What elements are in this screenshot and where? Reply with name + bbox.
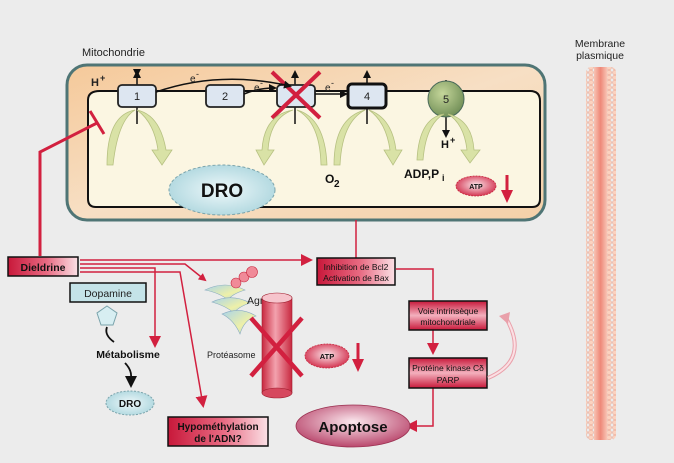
- arrow-down-icon: [442, 130, 450, 138]
- electron-sup: -: [196, 69, 199, 79]
- adp-pi-label: ADP,P: [404, 167, 439, 181]
- plasma-membrane: [586, 67, 616, 440]
- complex-4-label: 4: [364, 91, 370, 103]
- proton-sup-bottom: +: [450, 135, 455, 145]
- complex-5-label: 5: [443, 94, 449, 106]
- oxygen-sub: 2: [334, 179, 340, 190]
- electron-label: e: [325, 83, 331, 94]
- feedback-arrow-icon: [487, 312, 517, 380]
- aggregates-icon: [204, 266, 258, 335]
- dieldrine-box: Dieldrine: [7, 256, 79, 277]
- dieldrine-arrows: [80, 220, 439, 432]
- voie-line2: mitochondriale: [420, 317, 476, 327]
- pkc-line2: PARP: [437, 375, 460, 385]
- proton-label-bottom: H: [441, 139, 449, 151]
- bcl2-line2: Activation de Bax: [323, 273, 389, 283]
- hypomethylation-line1: Hypométhylation: [177, 422, 258, 433]
- bcl2-bax-box: Inhibition de Bcl2 Activation de Bax: [316, 257, 396, 286]
- electron-sup: -: [331, 78, 334, 88]
- complex-1-label: 1: [134, 91, 140, 103]
- metabolism-arrow: [124, 362, 137, 388]
- adp-pi-sub: i: [442, 173, 445, 183]
- pkc-line1: Protéine kinase Cδ: [412, 363, 484, 373]
- proton-label: H: [91, 77, 99, 89]
- dro-small-burst: DRO: [105, 390, 155, 416]
- atp-label: ATP: [320, 352, 334, 361]
- atp-badge-mito: ATP: [455, 175, 497, 197]
- atp-label: ATP: [469, 184, 483, 191]
- apoptose-label: Apoptose: [318, 419, 387, 436]
- pentagon-molecule-icon: [96, 305, 118, 326]
- mitochondrie-label: Mitochondrie: [82, 47, 145, 59]
- membrane-label-line2: plasmique: [576, 50, 624, 62]
- electron-label: e: [254, 83, 260, 94]
- metabolism-connector: [105, 326, 115, 343]
- voie-intrinseque-box: Voie intrinsèque mitochondriale: [408, 300, 488, 331]
- dro-label: DRO: [201, 181, 243, 202]
- dopamine-label: Dopamine: [84, 288, 132, 300]
- dopamine-box: Dopamine: [69, 282, 147, 303]
- pkc-parp-box: Protéine kinase Cδ PARP: [408, 357, 488, 389]
- arrow-up-icon: [363, 70, 371, 78]
- arrow-up-icon: [291, 70, 299, 78]
- complex-5-atp-synthase: 5: [427, 80, 465, 138]
- membrane-label-line1: Membrane: [575, 38, 625, 50]
- bcl2-line1: Inhibition de Bcl2: [324, 262, 389, 272]
- atp-badge-proteasome: ATP: [304, 343, 350, 369]
- metabolisme-label: Métabolisme: [96, 349, 160, 361]
- decrease-arrow-icon: [352, 343, 364, 372]
- hypomethylation-box: Hypométhylation de l'ADN?: [167, 416, 269, 447]
- apoptose-ellipse: Apoptose: [295, 404, 411, 448]
- proteasome-cylinder: [249, 292, 304, 399]
- decrease-arrow-icon: [501, 175, 513, 203]
- electron-flow: [155, 78, 348, 98]
- voie-line1: Voie intrinsèque: [418, 306, 479, 316]
- arrow-up-icon: [133, 70, 141, 78]
- electron-sup: -: [260, 78, 263, 88]
- proteasome-label: Protéasome: [207, 350, 256, 360]
- complex-4: 4: [346, 70, 388, 124]
- complex-3: [270, 70, 322, 124]
- reaction-arcs: [106, 109, 481, 166]
- dro-burst: DRO: [168, 164, 276, 216]
- hypomethylation-line2: de l'ADN?: [194, 434, 241, 445]
- electron-label: e: [190, 74, 196, 85]
- proton-sup: +: [100, 73, 105, 83]
- complex-2-label: 2: [222, 91, 228, 103]
- dieldrine-inhibition-line: [38, 110, 106, 256]
- oxygen-label: O: [325, 172, 334, 186]
- dieldrine-label: Dieldrine: [21, 262, 66, 274]
- dro-small-label: DRO: [119, 399, 141, 410]
- complex-2: 2: [205, 84, 245, 108]
- complex-1: 1: [117, 69, 157, 124]
